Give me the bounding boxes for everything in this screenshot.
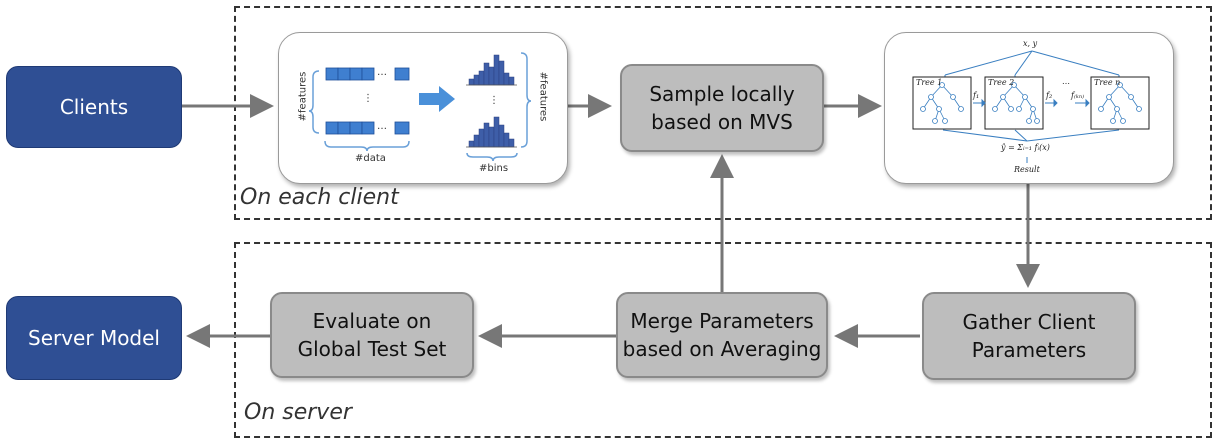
client-region-label: On each client	[240, 185, 399, 210]
merge-label: Merge Parameters based on Averaging	[622, 309, 822, 361]
features-left-label: #features	[297, 71, 309, 122]
evaluate-label: Evaluate on Global Test Set	[297, 309, 447, 361]
histogram-panel: #features #features … … ⋮ ⋮ #data #bins	[278, 32, 568, 184]
f1-label: f₁	[973, 91, 980, 100]
server-region-label: On server	[244, 400, 352, 425]
gather-node: Gather Client Parameters	[922, 292, 1136, 380]
tree-n-label: Tree n	[1094, 78, 1121, 87]
input-label: x, y	[1023, 39, 1038, 48]
gather-label: Gather Client Parameters	[962, 310, 1096, 362]
server-model-node: Server Model	[6, 296, 182, 380]
tree-2-label: Tree 2	[988, 78, 1015, 87]
server-model-label: Server Model	[28, 326, 160, 350]
features-right-label: #features	[537, 71, 549, 122]
fkn-label: f₍ₖₙ₎	[1071, 91, 1085, 100]
formula-label: ŷ = Σᵢ₌₁ fᵢ(x)	[1001, 143, 1050, 152]
clients-node: Clients	[6, 66, 182, 148]
ellipsis-bottom: …	[377, 121, 387, 132]
bins-label: #bins	[479, 163, 509, 174]
merge-node: Merge Parameters based on Averaging	[616, 292, 828, 378]
data-label: #data	[355, 153, 386, 164]
sample-label: Sample locally based on MVS	[649, 82, 795, 134]
dots-label: …	[1062, 77, 1070, 86]
vdots-features: ⋮	[363, 93, 373, 104]
tree-1-shape	[920, 82, 964, 124]
tree-ensemble-graphic	[912, 50, 1150, 163]
histogram-panel-graphic	[308, 52, 532, 162]
tree-ensemble-panel: x, y Tree 1 Tree 2 Tree n f₁ f₂ … f₍ₖₙ₎ …	[884, 32, 1174, 184]
tree-n-shape	[1098, 82, 1142, 124]
f2-label: f₂	[1046, 91, 1053, 100]
sample-node: Sample locally based on MVS	[620, 64, 824, 152]
tree-1-label: Tree 1	[916, 78, 943, 87]
evaluate-node: Evaluate on Global Test Set	[270, 292, 474, 378]
result-label: Result	[1014, 165, 1040, 174]
vdots-histograms: ⋮	[489, 95, 499, 106]
tree-2-shape	[992, 82, 1040, 124]
clients-label: Clients	[59, 95, 129, 119]
ellipsis-top: …	[377, 67, 387, 78]
